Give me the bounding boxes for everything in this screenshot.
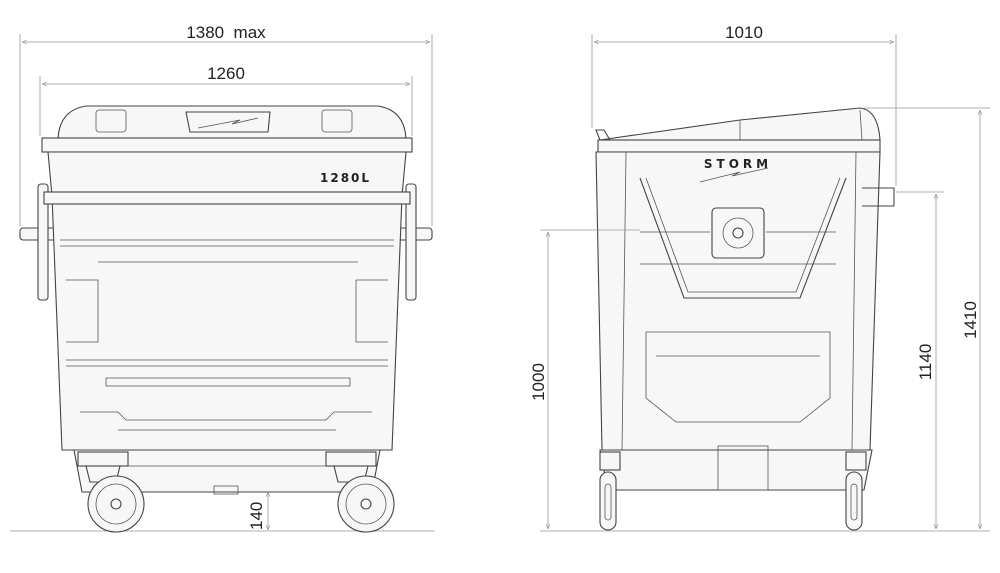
dim-label-1410: 1410 (961, 301, 980, 339)
dim-height-handle: 1140 (896, 191, 944, 529)
lid-recess-right (321, 109, 353, 133)
brand-swoosh (699, 167, 769, 183)
dim-height-total: 1410 (864, 107, 990, 529)
dim-label-1260: 1260 (207, 64, 245, 83)
side-view: STORM (595, 107, 895, 531)
dim-label-1000: 1000 (529, 363, 548, 401)
front-lid (57, 105, 407, 139)
body-band (43, 191, 411, 205)
side-bracket (862, 187, 895, 207)
brand-label: STORM (704, 157, 772, 171)
front-wheel-left (77, 451, 145, 533)
side-vent (711, 207, 765, 259)
dim-side-width: 1010 (591, 23, 897, 186)
side-base (599, 449, 873, 491)
dim-label-1140: 1140 (916, 344, 935, 381)
side-main-body (595, 151, 881, 451)
dim-front-width-max: 1380 max (19, 23, 433, 226)
lid-recess-left (95, 109, 127, 133)
side-panel (645, 331, 831, 423)
dim-height-rim: 1000 (529, 229, 640, 529)
lid-logo (197, 117, 259, 129)
side-rim (597, 139, 881, 153)
front-wheel-right (325, 451, 395, 533)
dim-front-width: 1260 (39, 64, 413, 136)
front-panel-left (66, 279, 99, 343)
side-wheel-left (599, 451, 621, 531)
dim-label-1380: 1380 max (186, 23, 266, 42)
front-view: 1280L (19, 105, 433, 533)
capacity-label: 1280L (320, 171, 371, 185)
dim-ground-clearance: 140 (247, 492, 268, 530)
dim-label-140: 140 (247, 502, 266, 530)
side-handle-left (37, 183, 49, 301)
side-wheel-right (845, 451, 867, 531)
front-panel-right (355, 279, 388, 343)
lid-handle (185, 111, 271, 133)
side-handle (639, 177, 847, 299)
front-rim (41, 137, 413, 153)
dim-label-1010: 1010 (725, 23, 763, 42)
side-handle-right (405, 183, 417, 301)
